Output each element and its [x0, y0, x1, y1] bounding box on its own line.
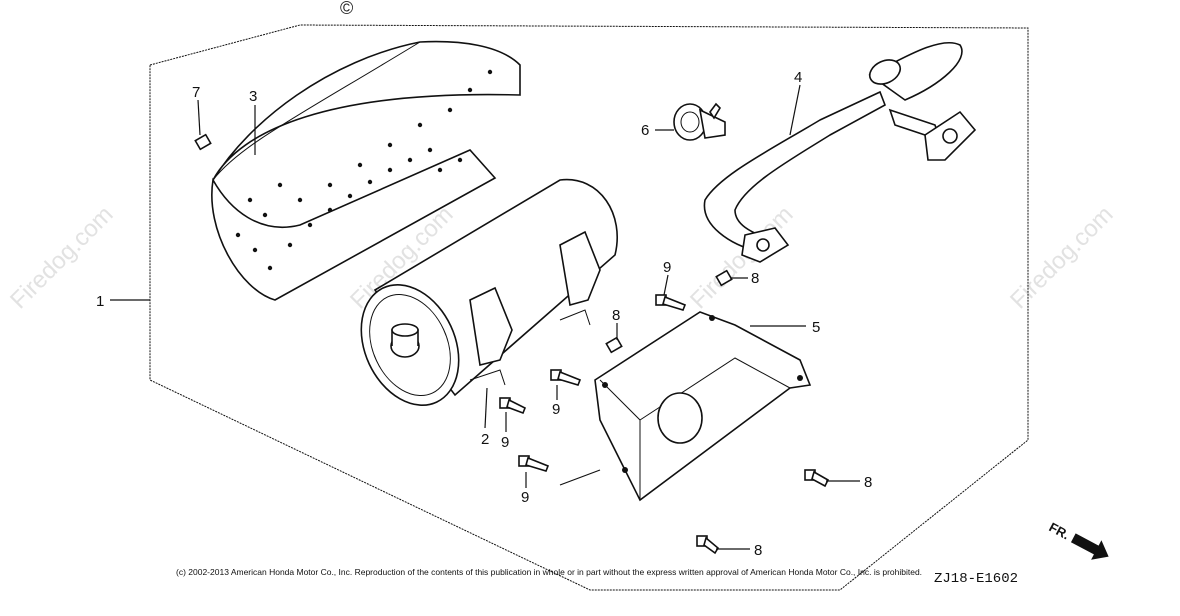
diagram-code: ZJ18-E1602: [934, 571, 1018, 587]
front-label: FR.: [1047, 519, 1073, 542]
watermark: Firedog.com: [1005, 201, 1118, 314]
callout-8: 8: [864, 474, 872, 491]
front-direction-marker: FR.: [1047, 519, 1109, 560]
pipe-clamp: [673, 102, 726, 141]
nut-8: [605, 336, 623, 354]
bolt-9: [499, 397, 527, 415]
bolt-8: [804, 469, 830, 488]
callout-2: 2: [481, 431, 489, 448]
callout-1: 1: [96, 293, 104, 310]
bolt-9: [655, 294, 687, 311]
callout-6: 6: [641, 122, 649, 139]
muffler: [360, 178, 618, 406]
nut-8: [715, 269, 733, 287]
callout-9: 9: [521, 489, 529, 506]
callout-9: 9: [552, 401, 560, 418]
bolt-9: [550, 369, 582, 386]
assembly-outline: [149, 24, 1029, 591]
bolt-8: [696, 535, 720, 555]
callout-3: 3: [249, 88, 257, 105]
watermark: Firedog.com: [685, 201, 798, 314]
callout-7: 7: [192, 84, 200, 101]
copyright-symbol: ©: [340, 0, 353, 18]
callout-4: 4: [794, 69, 802, 86]
callout-9: 9: [501, 434, 509, 451]
leader-lines: [110, 84, 860, 550]
callout-8: 8: [612, 307, 620, 324]
callout-5: 5: [812, 319, 820, 336]
heat-shield: [211, 40, 521, 301]
callouts: 1 2 3 4 5 6 7 8 8 8 8 9 9 9 9: [96, 69, 872, 559]
bolt-9: [518, 455, 550, 472]
exhaust-pipe: [703, 41, 977, 263]
front-arrow-icon: [1070, 533, 1109, 560]
copyright-notice: (c) 2002-2013 American Honda Motor Co., …: [176, 567, 922, 577]
muffler-bracket: [594, 311, 812, 502]
callout-9: 9: [663, 259, 671, 276]
nut-7: [194, 133, 212, 151]
callout-8: 8: [751, 270, 759, 287]
fasteners: [194, 133, 830, 555]
callout-8: 8: [754, 542, 762, 559]
